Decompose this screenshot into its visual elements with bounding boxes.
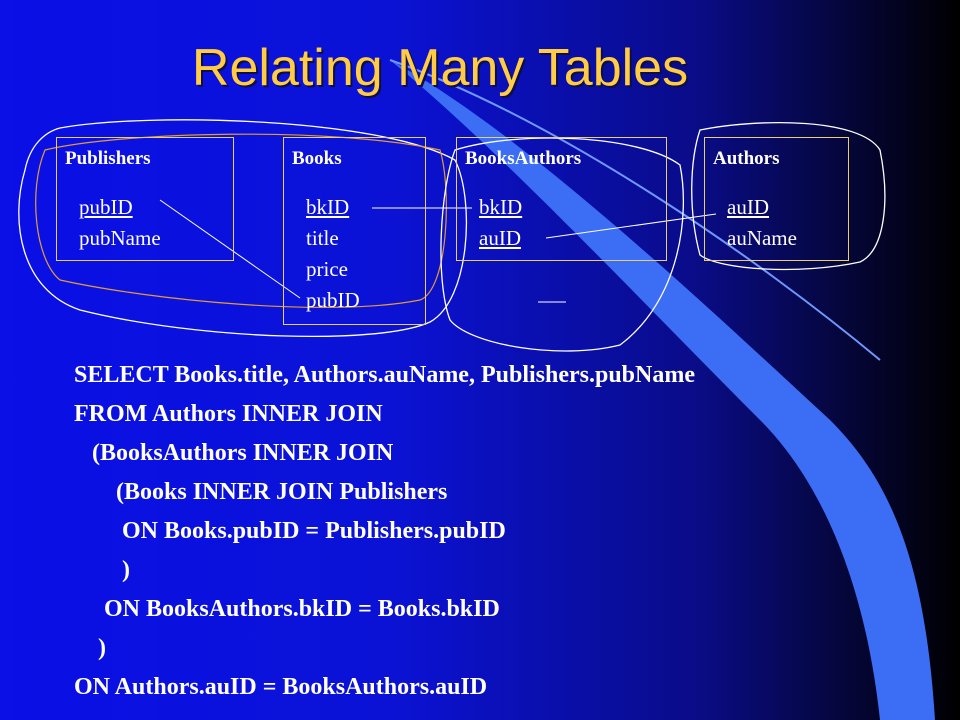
field-list: auID auName — [727, 192, 797, 254]
field-pubid: pubID — [306, 288, 360, 312]
outer-hand-drawn-loop — [18, 119, 468, 338]
sql-line: SELECT Books.title, Authors.auName, Publ… — [74, 362, 695, 388]
table-header: Authors — [713, 148, 780, 169]
field-auid-key: auID — [727, 195, 769, 219]
field-list: bkID title price pubID — [306, 192, 360, 316]
table-publishers: Publishers pubID pubName — [56, 137, 234, 261]
field-bkid-key: bkID — [479, 195, 523, 219]
sql-line: ) — [74, 635, 106, 661]
sql-line: ON Books.pubID = Publishers.pubID — [74, 518, 506, 544]
table-header: Books — [292, 148, 342, 169]
inner-orange-loop — [35, 133, 447, 308]
slide-title: Relating Many Tables — [191, 39, 689, 97]
field-title: title — [306, 226, 339, 250]
table-authors: Authors auID auName — [704, 137, 849, 261]
table-booksauthors: BooksAuthors bkID auID — [456, 137, 667, 261]
field-list: bkID auID — [479, 192, 522, 254]
field-pubname: pubName — [79, 226, 161, 250]
sql-line: ON BooksAuthors.bkID = Books.bkID — [74, 596, 500, 622]
sql-line: ON Authors.auID = BooksAuthors.auID — [74, 674, 488, 700]
sql-line: ) — [74, 557, 130, 583]
sql-line: FROM Authors INNER JOIN — [74, 401, 383, 427]
table-books: Books bkID title price pubID — [283, 137, 426, 325]
field-bkid-key: bkID — [306, 195, 350, 219]
sql-line: (Books INNER JOIN Publishers — [74, 479, 448, 505]
relation-line-auid — [545, 213, 717, 239]
diagonal-ribbon — [390, 60, 935, 720]
field-price: price — [306, 257, 348, 281]
middle-hand-drawn-loop — [440, 137, 685, 352]
table-header: Publishers — [65, 148, 151, 169]
relation-line-pubid — [159, 199, 301, 299]
sql-line: (BooksAuthors INNER JOIN — [74, 440, 394, 466]
field-auname: auName — [727, 226, 797, 250]
table-header: BooksAuthors — [465, 148, 582, 169]
right-hand-drawn-loop — [691, 121, 886, 271]
sql-query-block: SELECT Books.title, Authors.auName, Publ… — [74, 356, 695, 707]
field-pubid-key: pubID — [79, 195, 133, 219]
field-auid-key: auID — [479, 226, 521, 250]
diagonal-ribbon-edge — [389, 59, 881, 361]
field-list: pubID pubName — [79, 192, 161, 254]
